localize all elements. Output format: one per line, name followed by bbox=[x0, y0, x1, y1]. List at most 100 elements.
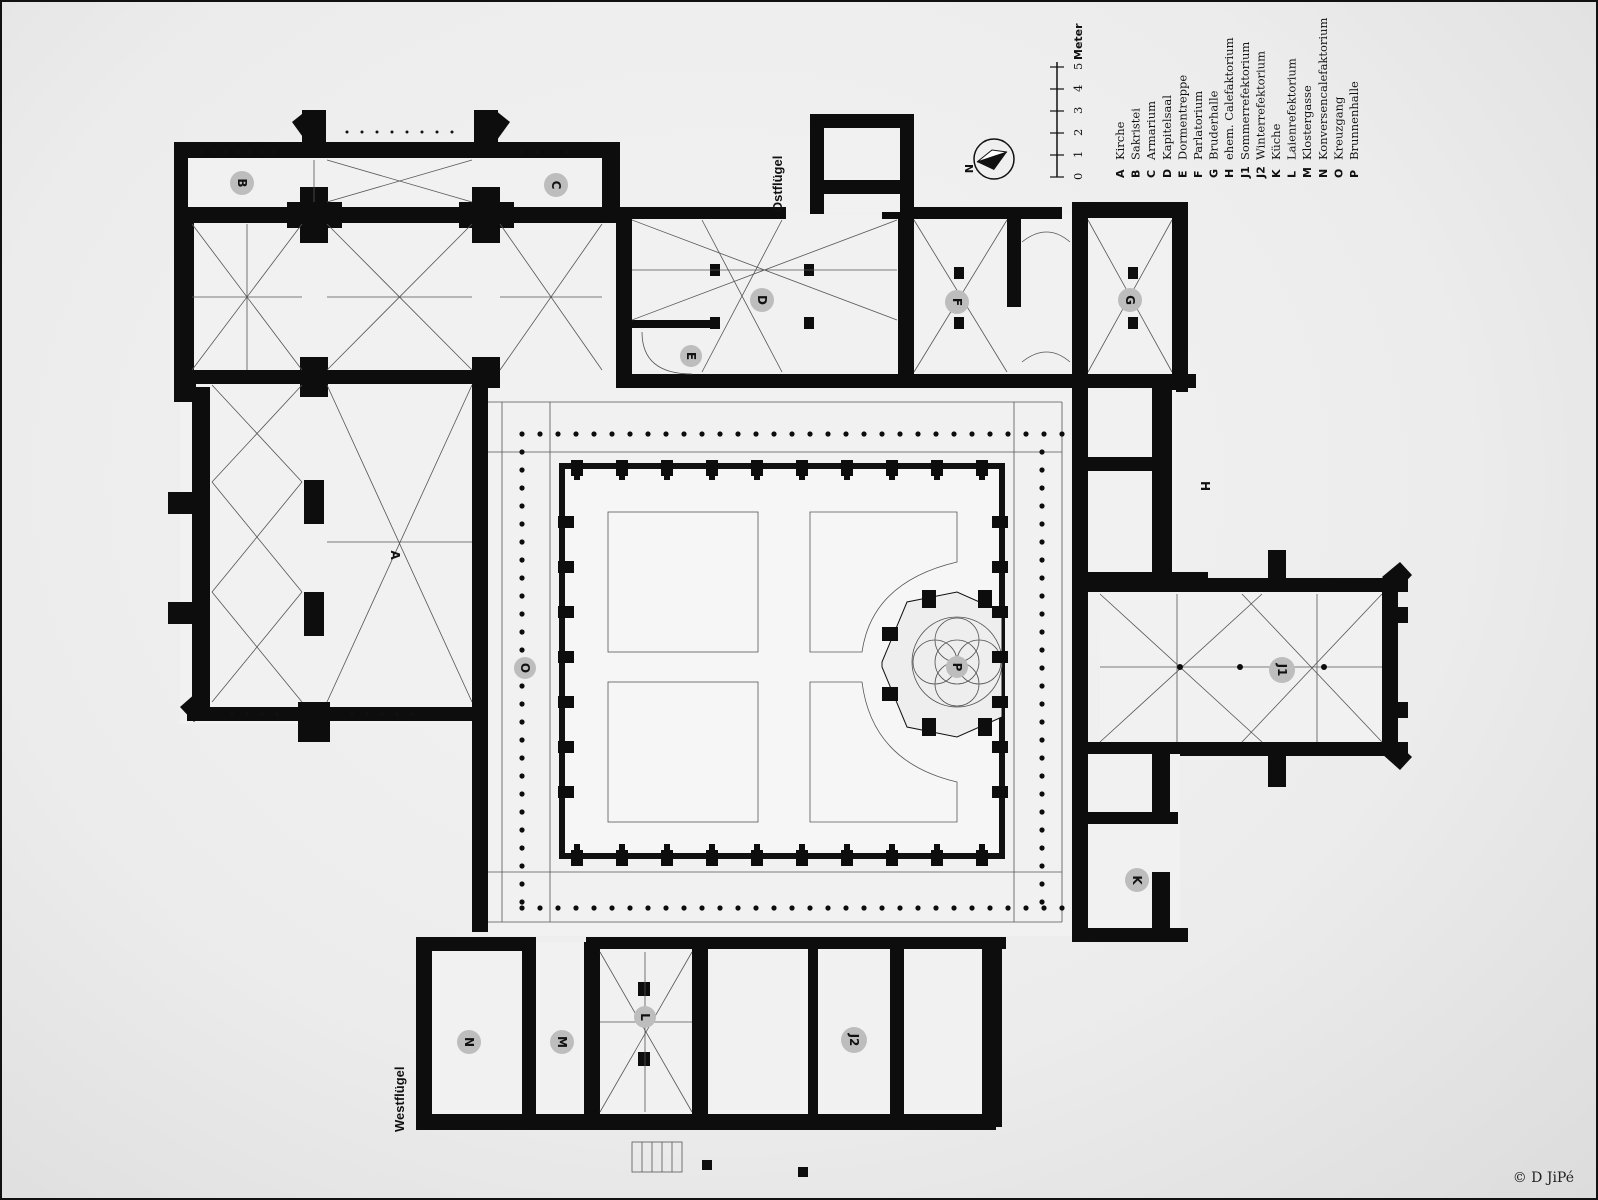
cloister-columns bbox=[519, 431, 1065, 911]
legend-key: H bbox=[1223, 169, 1236, 178]
east-wing-label: Ostflügel bbox=[770, 156, 785, 212]
copyright-notice: © D JiPé bbox=[1512, 1170, 1574, 1186]
legend-label: Sommerrefektorium bbox=[1238, 42, 1252, 160]
legend-row: C Armarium bbox=[1144, 101, 1158, 178]
church-vault-ribs bbox=[191, 159, 603, 703]
legend-label: Brunnenhalle bbox=[1347, 81, 1361, 160]
svg-text:M: M bbox=[555, 1036, 569, 1048]
svg-text:C: C bbox=[549, 181, 563, 190]
legend-row: K Küche bbox=[1269, 123, 1283, 178]
svg-text:D: D bbox=[755, 295, 769, 305]
legend-row: P Brunnenhalle bbox=[1347, 81, 1361, 178]
scale-1: 1 bbox=[1071, 151, 1085, 158]
legend-row: J1 Sommerrefektorium bbox=[1238, 42, 1252, 179]
north-letter: N bbox=[962, 164, 975, 173]
cloister-vault-lines bbox=[488, 401, 1063, 923]
label-J2: J2 bbox=[841, 1027, 867, 1053]
legend-label: Konversencalefaktorium bbox=[1316, 17, 1330, 160]
legend-label: ehem. Calefaktorium bbox=[1222, 37, 1236, 160]
legend-key: L bbox=[1286, 171, 1299, 178]
legend-row: O Kreuzgang bbox=[1331, 96, 1345, 178]
legend-key: E bbox=[1176, 170, 1189, 178]
scale-4: 4 bbox=[1071, 85, 1085, 92]
label-C: C bbox=[544, 173, 568, 197]
label-K: K bbox=[1125, 868, 1149, 892]
label-F: F bbox=[945, 290, 969, 314]
fountain-house bbox=[881, 590, 1003, 738]
legend-label: Dormentreppe bbox=[1175, 75, 1189, 160]
legend-key: O bbox=[1332, 169, 1345, 178]
cloister-block bbox=[472, 382, 1088, 942]
legend-row: L Laienrefektorium bbox=[1285, 58, 1299, 178]
legend-label: Kapitelsaal bbox=[1160, 95, 1174, 160]
legend-label: Kreuzgang bbox=[1331, 96, 1345, 160]
east-wing bbox=[616, 114, 1196, 392]
legend-row: G Bruderhalle bbox=[1207, 90, 1221, 178]
legend-label: Laienrefektorium bbox=[1285, 58, 1299, 160]
legend-key: J1 bbox=[1239, 166, 1252, 179]
label-J1: J1 bbox=[1269, 657, 1295, 683]
north-arrow: N bbox=[962, 138, 1015, 180]
legend-label: Kirche bbox=[1113, 121, 1127, 160]
legend-label: Sakristei bbox=[1129, 108, 1143, 160]
label-B: B bbox=[230, 171, 254, 195]
svg-text:J1: J1 bbox=[1275, 663, 1289, 677]
legend-row: D Kapitelsaal bbox=[1160, 95, 1174, 178]
legend-key: G bbox=[1208, 169, 1221, 178]
legend-row: E Dormentreppe bbox=[1175, 75, 1189, 178]
legend-key: P bbox=[1348, 170, 1361, 178]
label-H: H bbox=[1198, 481, 1212, 491]
legend-label: Parlatorium bbox=[1191, 91, 1205, 160]
svg-text:G: G bbox=[1123, 295, 1137, 305]
legend-key: N bbox=[1317, 169, 1330, 178]
garth-paths bbox=[607, 511, 958, 823]
legend-row: A Kirche bbox=[1113, 121, 1127, 178]
scale-unit: Meter bbox=[1072, 23, 1085, 60]
svg-text:N: N bbox=[462, 1037, 476, 1047]
legend-label: Bruderhalle bbox=[1207, 90, 1221, 160]
svg-text:O: O bbox=[518, 663, 532, 673]
label-N: N bbox=[457, 1030, 481, 1054]
legend-key: J2 bbox=[1254, 166, 1267, 179]
label-G: G bbox=[1118, 288, 1142, 312]
svg-text:L: L bbox=[638, 1013, 652, 1021]
legend-key: C bbox=[1145, 170, 1158, 178]
legend-label: Winterrefektorium bbox=[1253, 51, 1267, 160]
church-window-dots bbox=[200, 130, 569, 716]
legend-label: Armarium bbox=[1144, 101, 1158, 161]
label-O: O bbox=[514, 657, 536, 679]
legend-key: K bbox=[1270, 169, 1283, 178]
svg-text:E: E bbox=[684, 352, 698, 360]
legend-row: F Parlatorium bbox=[1191, 91, 1205, 178]
svg-text:B: B bbox=[235, 178, 249, 187]
legend-label: Klostergasse bbox=[1300, 85, 1314, 160]
label-D: D bbox=[750, 288, 774, 312]
legend-key: A bbox=[1114, 169, 1127, 178]
label-M: M bbox=[550, 1030, 574, 1054]
legend-row: B Sakristei bbox=[1129, 108, 1143, 178]
scale-5: 5 bbox=[1071, 63, 1085, 70]
svg-text:F: F bbox=[950, 298, 964, 306]
entrance-steps bbox=[631, 1141, 683, 1173]
legend-row: J2 Winterrefektorium bbox=[1253, 51, 1267, 179]
label-A: A bbox=[388, 550, 402, 560]
svg-text:J2: J2 bbox=[847, 1033, 861, 1047]
scale-bar: 0 1 2 3 4 5 Meter bbox=[1050, 23, 1085, 180]
west-wing bbox=[416, 937, 1006, 1177]
arcade-piers bbox=[558, 460, 1008, 866]
legend-label: Küche bbox=[1269, 123, 1283, 160]
legend-row: N Konversencalefaktorium bbox=[1316, 17, 1330, 178]
legend-key: F bbox=[1192, 170, 1205, 178]
label-E: E bbox=[680, 345, 702, 367]
legend-key: B bbox=[1130, 170, 1143, 178]
label-L: L bbox=[634, 1006, 656, 1028]
legend-key: D bbox=[1161, 169, 1174, 178]
scale-2: 2 bbox=[1071, 129, 1085, 136]
svg-text:K: K bbox=[1130, 875, 1144, 885]
scale-0: 0 bbox=[1071, 173, 1085, 180]
label-P: P bbox=[946, 656, 968, 678]
